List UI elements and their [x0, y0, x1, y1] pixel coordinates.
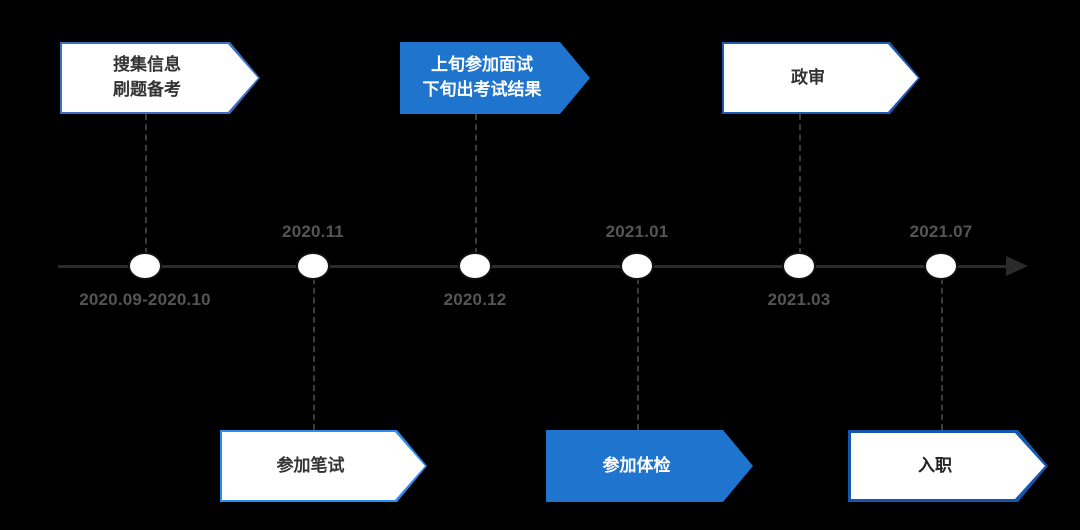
connector-m6: [941, 278, 943, 430]
milestone-chevron-6-label: 入职: [918, 455, 952, 475]
tick-label-3: 2020.12: [443, 290, 507, 309]
milestone-chevron-5[interactable]: 政审: [722, 42, 920, 114]
connector-m2: [313, 278, 315, 430]
milestone-chevron-6[interactable]: 入职: [848, 430, 1048, 502]
timeline-node-1[interactable]: [130, 254, 160, 278]
milestone-chevron-2[interactable]: 参加笔试: [220, 430, 427, 502]
timeline-axis-line: [58, 265, 1020, 268]
connector-m4: [637, 278, 639, 430]
milestone-chevron-4[interactable]: 参加体检: [546, 430, 753, 502]
tick-label-5: 2021.03: [767, 290, 831, 309]
tick-label-6: 2021.07: [909, 222, 973, 241]
milestone-chevron-5-inner: [724, 44, 918, 112]
milestone-chevron-6-inner: [851, 433, 1045, 499]
timeline-axis-arrow-icon: [1006, 256, 1028, 276]
timeline-node-6[interactable]: [926, 254, 956, 278]
timeline-node-3[interactable]: [460, 254, 490, 278]
milestone-chevron-4-label: 参加体检: [602, 455, 671, 475]
milestone-chevron-2-label: 参加笔试: [276, 455, 345, 475]
milestone-chevron-3-label: 上旬参加面试 下旬出考试结果: [422, 55, 542, 99]
milestone-chevron-2-inner: [222, 432, 425, 500]
connector-m1: [145, 114, 147, 254]
tick-label-4: 2021.01: [605, 222, 669, 241]
milestone-chevron-5-label: 政审: [791, 67, 825, 87]
milestone-chevron-1-inner: [62, 44, 258, 112]
timeline-node-4[interactable]: [622, 254, 652, 278]
milestone-chevron-1[interactable]: 搜集信息 刷题备考: [60, 42, 260, 114]
timeline-node-2[interactable]: [298, 254, 328, 278]
milestone-chevron-3[interactable]: 上旬参加面试 下旬出考试结果: [400, 42, 590, 114]
connector-m3: [475, 114, 477, 254]
milestone-chevron-1-label: 搜集信息 刷题备考: [113, 55, 181, 99]
connector-m5: [799, 114, 801, 254]
tick-label-1: 2020.09-2020.10: [79, 290, 211, 309]
tick-label-2: 2020.11: [282, 222, 344, 241]
timeline-node-5[interactable]: [784, 254, 814, 278]
